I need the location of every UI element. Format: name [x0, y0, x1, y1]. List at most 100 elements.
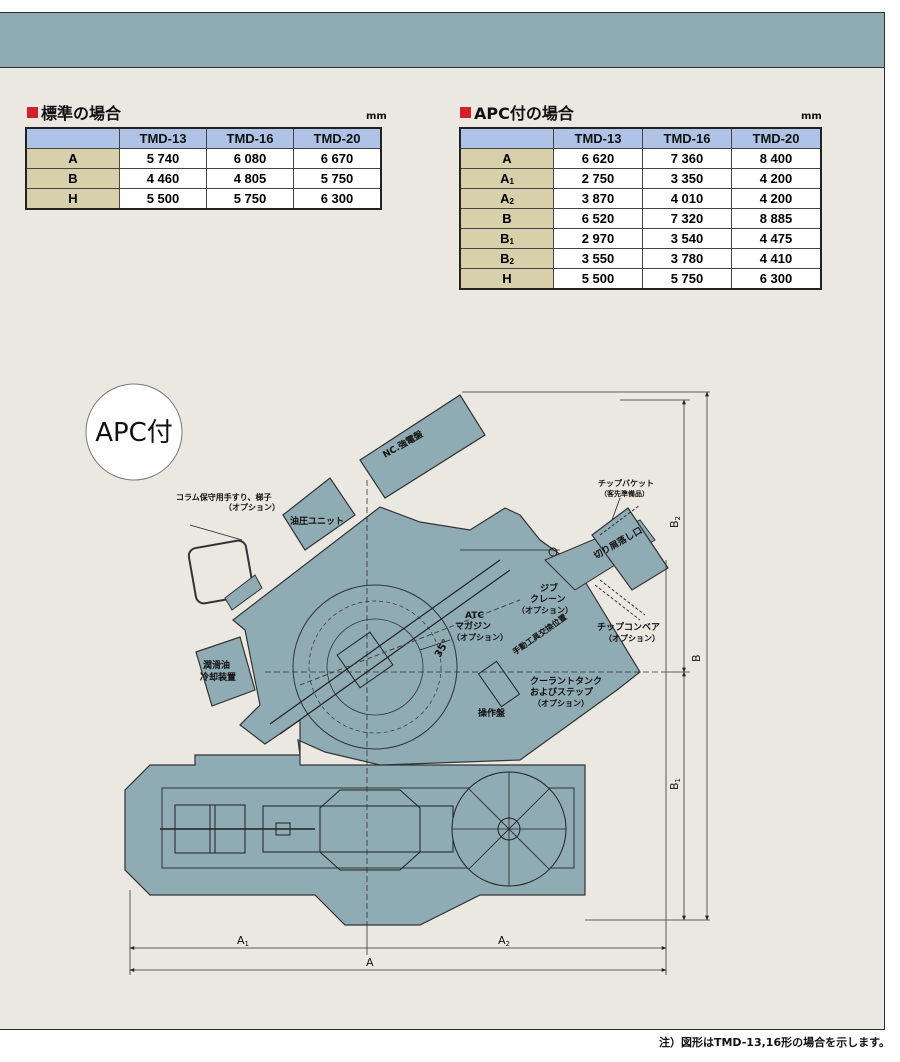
table-cell: 8 885 [731, 208, 822, 229]
row-label-main: B [502, 211, 512, 226]
table-row: B1 2 970 3 540 4 475 [459, 228, 822, 249]
table-row: A2 3 870 4 010 4 200 [459, 188, 822, 209]
table-cell: 8 400 [731, 148, 822, 169]
table-header-cell: TMD-13 [553, 127, 643, 149]
table-cell: 4 010 [642, 188, 732, 209]
hydraulic-unit-box [282, 477, 356, 551]
dim-label-a1: A1 [237, 934, 249, 948]
table-row: B2 3 550 3 780 4 410 [459, 248, 822, 269]
footnote: 注）図形はTMD-13,16形の場合を示します。 [658, 1036, 890, 1049]
table-cell: 5 740 [119, 148, 207, 169]
label-lube-2: 冷却装置 [200, 671, 236, 683]
red-square-marker-icon [27, 106, 38, 118]
machine-base [124, 754, 586, 926]
table-header-cell: TMD-20 [731, 127, 822, 149]
table-header-cell: TMD-16 [206, 127, 294, 149]
row-label-sub: 2 [509, 197, 514, 206]
standard-section-title: 標準の場合 [27, 100, 121, 124]
label-jib-1: ジブ [540, 582, 558, 594]
standard-title-text: 標準の場合 [41, 104, 122, 123]
label-operation-panel: 操作盤 [478, 707, 506, 719]
table-row: A1 2 750 3 350 4 200 [459, 168, 822, 189]
standard-dimension-table: TMD-13 TMD-16 TMD-20 A 5 740 6 080 6 670… [25, 127, 382, 210]
row-label: B [459, 208, 554, 229]
label-coolant-2: およびステップ [530, 686, 594, 698]
label-atc-1: ATC [465, 611, 484, 621]
row-label: H [25, 188, 120, 210]
table-header-cell: TMD-20 [293, 127, 382, 149]
label-chip-bucket-2: （客先準備品） [600, 489, 649, 498]
label-chip-bucket-1: チップバケット [598, 478, 654, 488]
chip-outlet-box [591, 507, 669, 591]
apc-badge-text: APC付 [95, 418, 173, 448]
label-jib-3: （オプション） [517, 605, 573, 615]
table-cell: 3 550 [553, 248, 643, 269]
row-label: B [25, 168, 120, 189]
row-label-main: A [500, 191, 510, 206]
row-label: B1 [459, 228, 554, 249]
label-atc-2: マガジン [455, 620, 491, 632]
table-row: B 4 460 4 805 5 750 [25, 168, 382, 189]
apc-section-title: APC付の場合 [460, 100, 574, 124]
apc-title-text: APC付の場合 [474, 104, 574, 123]
label-atc-3: （オプション） [452, 632, 508, 642]
table-header-cell: TMD-16 [642, 127, 732, 149]
apc-dimension-table: TMD-13 TMD-16 TMD-20 A 6 620 7 360 8 400… [459, 127, 822, 290]
apc-unit: mm [801, 111, 822, 122]
table-cell: 5 750 [206, 188, 294, 210]
row-label: B2 [459, 248, 554, 269]
apc-badge: APC付 [85, 383, 183, 481]
row-label-main: A [502, 151, 512, 166]
row-label-main: B [500, 251, 510, 266]
table-cell: 5 500 [553, 268, 643, 290]
row-label-main: H [502, 271, 512, 286]
row-label-main: B [500, 231, 510, 246]
table-cell: 3 540 [642, 228, 732, 249]
table-cell: 5 750 [642, 268, 732, 290]
header-band [0, 12, 885, 68]
dim-label-b2: B2 [668, 516, 682, 528]
table-row: H 5 500 5 750 6 300 [25, 188, 382, 210]
table-cell: 6 300 [731, 268, 822, 290]
table-cell: 4 200 [731, 168, 822, 189]
dim-label-b1: B1 [668, 778, 682, 790]
standard-unit: mm [366, 111, 387, 122]
label-chip-conveyor-1: チップコンベア [597, 621, 660, 633]
ladder-icon [187, 539, 263, 611]
table-header-cell: TMD-13 [119, 127, 207, 149]
table-cell: 7 320 [642, 208, 732, 229]
dimension-lines [129, 391, 710, 975]
table-cell: 5 500 [119, 188, 207, 210]
machine-column [232, 506, 641, 766]
red-square-marker-icon [460, 106, 471, 118]
table-cell: 6 080 [206, 148, 294, 169]
table-header-row: TMD-13 TMD-16 TMD-20 [25, 127, 382, 149]
table-cell: 4 460 [119, 168, 207, 189]
table-cell: 4 410 [731, 248, 822, 269]
table-row: H 5 500 5 750 6 300 [459, 268, 822, 290]
label-jib-2: クレーン [530, 594, 566, 605]
table-cell: 4 200 [731, 188, 822, 209]
row-label-main: A [500, 171, 510, 186]
table-cell: 4 805 [206, 168, 294, 189]
dim-label-a2: A2 [498, 934, 510, 948]
nc-panel-box [359, 394, 486, 499]
table-cell: 5 750 [293, 168, 382, 189]
table-cell: 2 970 [553, 228, 643, 249]
table-cell: 6 300 [293, 188, 382, 210]
label-chip-conveyor-2: （オプション） [604, 633, 660, 643]
label-hydraulic-unit: 油圧ユニット [290, 515, 344, 527]
label-coolant-3: （オプション） [533, 698, 589, 708]
row-label: A1 [459, 168, 554, 189]
label-ladder-1: コラム保守用手すり、梯子 [176, 492, 271, 502]
label-coolant-1: クーラントタンク [530, 675, 602, 687]
lube-cooler-box [195, 636, 256, 707]
dim-label-a: A [366, 956, 374, 969]
table-header-row: TMD-13 TMD-16 TMD-20 [459, 127, 822, 149]
row-label-sub: 2 [509, 257, 514, 266]
label-ladder-2: （オプション） [224, 502, 280, 512]
apc-badge-circle [85, 383, 183, 481]
table-cell: 3 780 [642, 248, 732, 269]
label-lube-1: 潤滑油 [203, 659, 230, 671]
